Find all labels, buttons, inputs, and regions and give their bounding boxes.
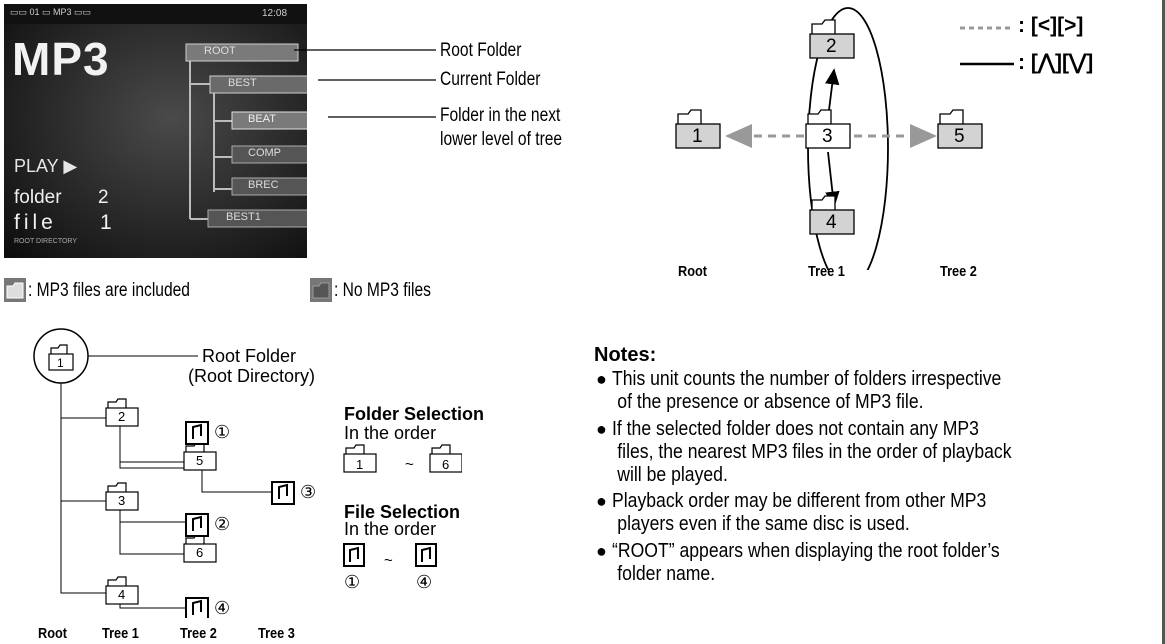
file-range-to: ④: [416, 572, 433, 592]
folder-empty-icon: [310, 278, 332, 302]
note-4-line-1: “ROOT” appears when displaying the root …: [612, 540, 1000, 562]
note-item: ● “ROOT” appears when displaying the roo…: [596, 540, 1116, 590]
legend-included-text: : MP3 files are included: [28, 280, 190, 301]
folder-navigation-diagram: [675, 7, 983, 270]
file-label: file: [14, 211, 57, 234]
legend-no-files-text: : No MP3 files: [334, 280, 431, 301]
callout-next-lower-2: lower level of tree: [440, 129, 563, 150]
note-2-line-2: files, the nearest MP3 files in the orde…: [617, 441, 1012, 463]
callout-root-folder: Root Folder: [440, 40, 522, 61]
note-3-line-1: Playback order may be different from oth…: [612, 490, 987, 512]
music-file-icons: [185, 421, 295, 618]
screen-folder-beat: BEAT: [248, 113, 276, 125]
nav-level-tree1: Tree 1: [808, 263, 845, 280]
callout-current-folder: Current Folder: [440, 69, 541, 90]
tree-file-1: ①: [214, 422, 231, 442]
file-range-icons: [343, 543, 437, 567]
tree-level-tree3: Tree 3: [258, 625, 295, 642]
screen-folder-best: BEST: [228, 77, 257, 89]
tree-file-4: ④: [214, 598, 231, 618]
nav-folder-5: 5: [954, 126, 965, 147]
note-item: ● This unit counts the number of folders…: [596, 368, 1116, 418]
nav-folder-4: 4: [826, 212, 837, 233]
nav-level-tree2: Tree 2: [940, 263, 977, 280]
footer-text: ROOT DIRECTORY: [14, 238, 78, 245]
folder-range-to: 6: [442, 457, 450, 472]
tree-folder-6: 6: [196, 545, 204, 560]
callout-lines: [294, 49, 436, 118]
tree-folder-3: 3: [118, 493, 126, 508]
nav-folder-3: 3: [822, 126, 833, 147]
folder-tree-diagram: [33, 328, 295, 618]
tree-root-directory-label: (Root Directory): [188, 366, 316, 386]
play-text: PLAY: [14, 156, 59, 176]
bullet-icon: ●: [596, 419, 607, 439]
tree-folder-4: 4: [118, 587, 126, 602]
legend-solid-keys: : [⋀][⋁]: [1018, 51, 1094, 74]
note-3-line-2: players even if the same disc is used.: [617, 513, 910, 535]
file-range-tilde: ~: [384, 552, 393, 569]
tree-folder-5: 5: [196, 453, 204, 468]
tree-file-2: ②: [214, 514, 231, 534]
note-1-line-2: of the presence or absence of MP3 file.: [617, 391, 924, 413]
nav-level-root: Root: [678, 263, 708, 280]
tree-file-3: ③: [300, 482, 317, 502]
file-value: 1: [100, 211, 112, 234]
folder-range-tilde: ~: [405, 456, 414, 473]
bullet-icon: ●: [596, 541, 607, 561]
nav-folder-1: 1: [692, 126, 703, 147]
tree-level-tree2: Tree 2: [180, 625, 217, 642]
folder-selection-sub: In the order: [344, 423, 437, 443]
callout-next-lower-1: Folder in the next: [440, 105, 561, 126]
note-item: ● Playback order may be different from o…: [596, 490, 1116, 540]
note-4-line-2: folder name.: [617, 563, 716, 585]
file-selection-sub: In the order: [344, 519, 437, 539]
note-1-line-1: This unit counts the number of folders i…: [612, 368, 1002, 390]
nav-folder-2: 2: [826, 36, 837, 57]
notes-title: Notes:: [594, 344, 657, 366]
status-strip: ▭▭ 01 ▭ MP3 ▭▭: [10, 7, 92, 17]
tree-level-tree1: Tree 1: [102, 625, 139, 642]
note-2-line-3: will be played.: [617, 464, 728, 486]
tree-level-root: Root: [38, 625, 68, 642]
file-range-from: ①: [344, 572, 361, 592]
tree-root-folder-label: Root Folder: [202, 346, 297, 366]
folder-range-icons: [343, 444, 462, 473]
folder-selection-title: Folder Selection: [344, 404, 485, 424]
screen-folder-comp: COMP: [248, 147, 281, 159]
mp3-display-screen: ▭▭ 01 ▭ MP3 ▭▭ 12:08 MP3 PLAY ▶ folder 2…: [4, 4, 307, 258]
bullet-icon: ●: [596, 369, 607, 389]
folder-label: folder: [14, 187, 62, 208]
mode-label: MP3: [12, 33, 110, 85]
tree-folder-1: 1: [57, 356, 64, 370]
file-selection-title: File Selection: [344, 502, 461, 522]
note-2-line-1: If the selected folder does not contain …: [612, 418, 979, 440]
legend-dashed-keys: : [<][>]: [1018, 14, 1084, 37]
clock-readout: 12:08: [262, 8, 288, 19]
folder-range-from: 1: [356, 457, 364, 472]
play-icon: ▶: [63, 156, 78, 176]
screen-folder-best1: BEST1: [226, 211, 261, 223]
page-edge-border: [1162, 0, 1165, 644]
tree-folder-2: 2: [118, 409, 126, 424]
note-item: ● If the selected folder does not contai…: [596, 418, 1116, 490]
play-label: PLAY ▶: [14, 156, 77, 177]
bullet-icon: ●: [596, 491, 607, 511]
screen-folder-root: ROOT: [204, 45, 236, 57]
display-backdrop: [4, 4, 307, 258]
folder-included-icon: [4, 278, 26, 302]
notes-list: ● This unit counts the number of folders…: [596, 368, 1116, 590]
line-style-legend: [960, 26, 1014, 66]
screen-folder-brec: BREC: [248, 179, 279, 191]
folder-value: 2: [98, 187, 109, 208]
